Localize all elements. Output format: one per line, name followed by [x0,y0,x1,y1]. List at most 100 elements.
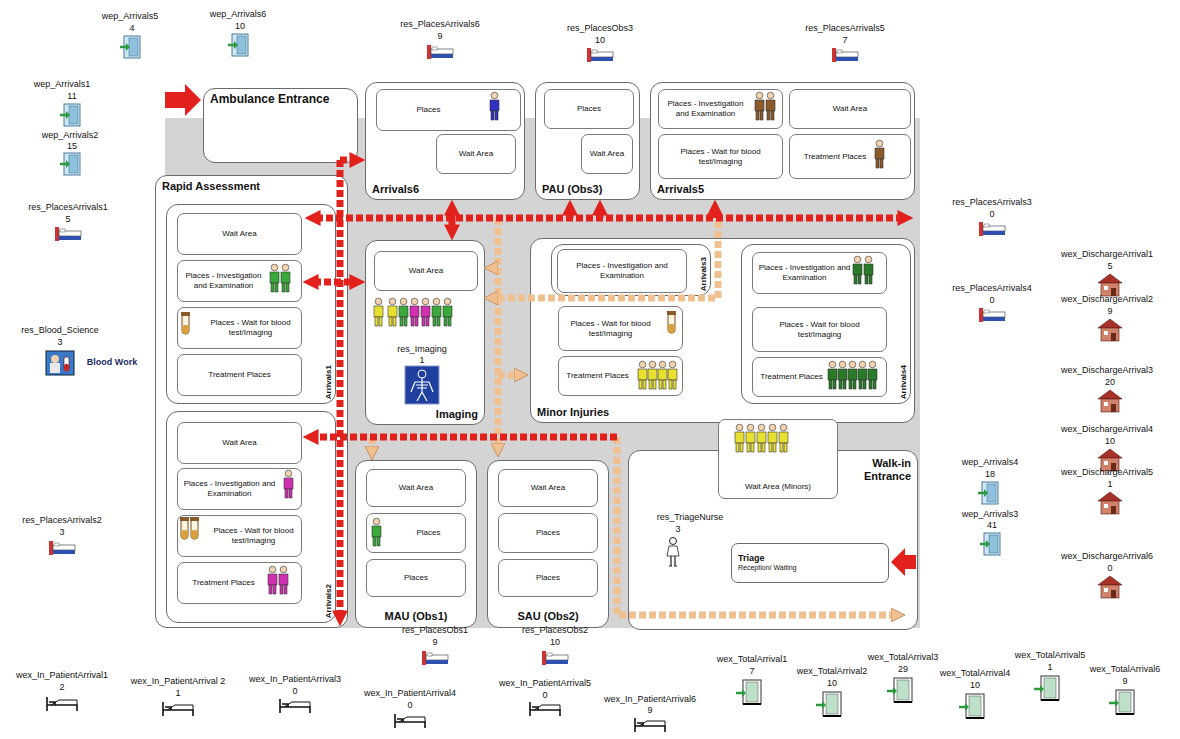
person-figure [755,92,764,120]
exit-door [736,680,761,704]
bed-icon [979,222,1005,236]
area-title: PAU (Obs3) [542,183,602,196]
count-value: 4 [129,23,134,34]
count-value: 0 [989,209,994,220]
resource-label: res_PlacesArrivals6 [400,19,480,30]
place-box: Treatment Places [177,354,302,396]
place-label: Places - Wait for blood test/Imaging [757,320,882,339]
resource-label: wep_Arrivals3 [962,509,1019,520]
place-box: Places - Wait for blood test/Imaging [177,307,302,349]
place-label: Treatment Places [192,578,254,588]
resource-label: wex_DischargeArrival4 [1061,424,1153,435]
person-figure [864,256,873,284]
person-figure [268,566,277,594]
red-route [340,157,354,164]
resource-label: Blood Work [87,357,137,368]
resource-label: wex_DischargeArrival5 [1061,467,1153,478]
count-value: 9 [647,705,652,716]
area-box: Rapid AssessmentArrivals1Wait AreaPlaces… [155,175,348,628]
place-box: Places - Wait for blood test/Imaging [658,134,783,179]
area-box: PAU (Obs3)PlacesWait Area [535,82,640,200]
person-figure [779,424,788,452]
inpatient-bed [163,702,193,716]
resource-label: res_PlacesArrivals1 [28,202,108,213]
resource-label: wex_In_PatientArrival4 [364,688,456,699]
count-value: 1 [175,688,180,699]
resource-label: wex_DischargeArrival2 [1061,294,1153,305]
entry-door [980,533,1000,555]
area-box: Arrivals6PlacesWait Area [365,82,525,200]
resource-label: wex_TotalArrival1 [717,654,788,665]
test-tube [190,517,199,539]
area-title: Arrivals4 [899,365,908,399]
bed-icon [55,227,81,241]
bed-icon [422,651,448,665]
place-box: Places [498,513,598,553]
house-icon [1098,576,1122,598]
count-value: 0 [1107,563,1112,574]
bed-icon [49,541,75,555]
count-value: 9 [1107,306,1112,317]
person-figure [279,566,288,594]
area-title: Arrivals3 [699,257,708,291]
entry-door [60,153,80,175]
place-box: Wait Area [581,134,633,174]
person-figure [284,470,293,498]
tan-route [372,218,895,615]
tan-route [495,218,502,447]
inpatient-bed [530,702,560,716]
place-box: Places - Wait for blood test/Imaging [558,306,683,351]
person-figure [875,140,884,168]
place-label: Places - Investigation and Examination [182,479,277,498]
place-label: Places [536,573,560,583]
count-value: 0 [292,686,297,697]
entry-door [120,36,140,58]
resource-label: wex_In_PatientArrival 2 [131,676,226,687]
person-figure [838,361,847,389]
entry-arrow [891,548,916,576]
place-box: Places - Investigation and Examination [177,468,302,510]
house-icon [1098,390,1122,412]
place-label: Places [416,528,440,538]
test-tube [181,312,190,334]
person-figure [828,361,837,389]
area-box: Arrivals3 Places - Investigation and Exam… [551,244,711,296]
xray-icon [405,366,439,404]
count-value: 20 [1105,377,1115,388]
place-label: Places - Wait for blood test/Imaging [204,318,297,337]
place-label: Wait Area [590,149,624,159]
place-label: Reception/ Waiting [738,564,797,572]
place-box: Wait Area [366,469,466,507]
person-figure [766,92,775,120]
red-route [449,218,456,229]
place-label: Places [536,528,560,538]
area-title: Arrivals5 [657,183,704,196]
count-value: 29 [898,664,908,675]
red-route [712,211,719,218]
bed-icon [832,48,858,62]
resource-label: wep_Arrivals5 [102,11,159,22]
count-value: 1 [1107,479,1112,490]
count-value: 7 [842,35,847,46]
person-figure [768,424,777,452]
tan-route [498,372,518,379]
count-value: 7 [749,666,754,677]
entry-door [978,482,998,504]
tan-route [494,265,498,272]
count-value: 3 [675,524,680,535]
area-title: Arrivals6 [372,183,419,196]
place-label: Wait Area (Minors) [745,482,811,492]
area-title: Walk-in Entrance [851,457,911,482]
place-label: Places - Investigation and Examination [562,261,682,280]
area-title: SAU (Obs2) [488,610,608,623]
house-icon [1098,319,1122,341]
area-title: Imaging [436,408,478,421]
person-figure [668,361,677,389]
inpatient-bed [395,714,425,728]
entry-door [60,104,80,126]
red-route [337,160,344,615]
resource-label: wep_Arrivals4 [962,457,1019,468]
area-title: MAU (Obs1) [356,610,476,623]
place-box: Wait Area [436,134,516,174]
resource-label: wex_In_PatientArrival5 [499,678,591,689]
